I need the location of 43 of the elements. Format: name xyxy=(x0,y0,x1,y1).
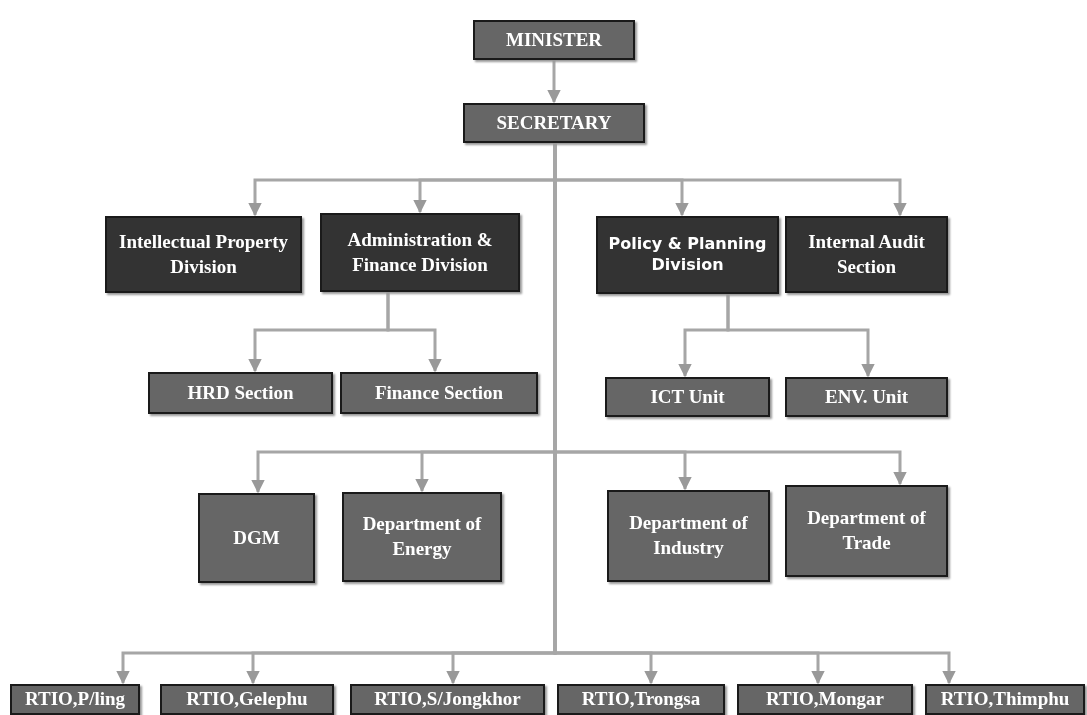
org-box xyxy=(785,485,948,577)
org-box xyxy=(925,684,1085,715)
box-label: Department of Industry xyxy=(628,511,749,560)
box-label: RTIO,Trongsa xyxy=(581,687,701,712)
arrow xyxy=(386,292,442,373)
box-label: Administration & Finance Division xyxy=(346,227,494,277)
box-label: ENV. Unit xyxy=(824,384,909,409)
org-box xyxy=(350,684,545,715)
org-box xyxy=(342,492,502,582)
box-label: Intellectual Property Division xyxy=(118,229,289,279)
org-box xyxy=(737,684,913,715)
box-label: Finance Section xyxy=(374,380,504,405)
org-box xyxy=(320,213,520,292)
org-box xyxy=(148,372,333,414)
box-label: RTIO,P/ling xyxy=(24,687,126,712)
box-label: MINISTER xyxy=(505,27,603,52)
arrow xyxy=(726,294,875,378)
org-box xyxy=(607,490,770,582)
box-label: Policy & Planning Division xyxy=(607,234,768,276)
org-box xyxy=(463,103,645,143)
org-box xyxy=(105,216,302,293)
box-label: RTIO,Gelephu xyxy=(186,687,308,712)
box-label: Internal Audit Section xyxy=(807,229,926,279)
box-label: DGM xyxy=(233,525,280,550)
arrow xyxy=(547,60,561,104)
org-box xyxy=(473,20,635,60)
org-box xyxy=(198,493,315,583)
box-label: Department of Energy xyxy=(361,512,483,561)
org-box xyxy=(160,684,334,715)
box-label: RTIO,Thimphu xyxy=(940,687,1070,712)
box-label: RTIO,Mongar xyxy=(765,687,885,712)
org-box xyxy=(785,216,948,293)
box-label: SECRETARY xyxy=(496,110,612,135)
box-label: ICT Unit xyxy=(650,384,725,409)
box-label: Department of Trade xyxy=(806,506,927,555)
org-box xyxy=(605,377,770,417)
org-box xyxy=(785,377,948,417)
org-box xyxy=(557,684,725,715)
box-label: HRD Section xyxy=(187,380,294,405)
org-box xyxy=(10,684,140,715)
box-label: RTIO,S/Jongkhor xyxy=(374,687,521,712)
org-box xyxy=(340,372,538,414)
org-box xyxy=(596,216,779,294)
